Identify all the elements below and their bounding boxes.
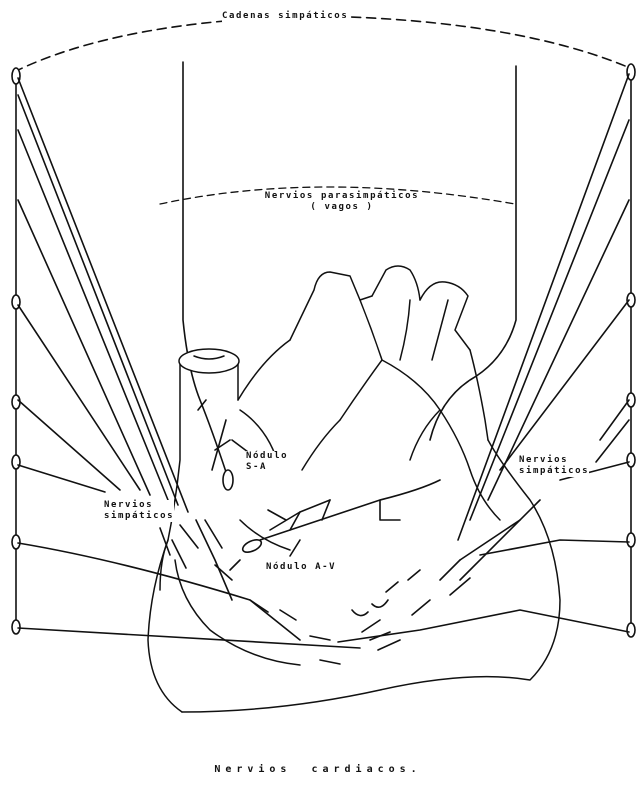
sa-node-line2: S-A (246, 462, 288, 473)
parasympathetic-line1: Nervios parasimpáticos (232, 191, 452, 202)
left-sympathetic-chain (12, 68, 20, 634)
sympathetic-chains-label: Cadenas simpáticos (222, 11, 348, 22)
sympathetic-left-line2: simpáticos (104, 511, 174, 522)
av-node-branches (241, 480, 440, 556)
sympathetic-nerves-right-label: Nervios simpáticos (519, 455, 589, 477)
sympathetic-right-line2: simpáticos (519, 466, 589, 477)
figure-caption: Nervios cardiacos. (0, 764, 636, 775)
caption-word2: cardiacos. (311, 764, 421, 775)
sa-node (223, 470, 233, 490)
sympathetic-chain-arc (14, 16, 630, 72)
parasympathetic-line2: ( vagos ) (232, 202, 452, 213)
sympathetic-nerves-left-label: Nervios simpáticos (104, 500, 174, 522)
caption-word1: Nervios (214, 764, 291, 775)
av-node-label: Nódulo A-V (266, 562, 336, 573)
parasympathetic-nerves-label: Nervios parasimpáticos ( vagos ) (232, 191, 452, 213)
vagus-nerves (160, 62, 516, 472)
sympathetic-right-line1: Nervios (519, 455, 589, 466)
sa-node-line1: Nódulo (246, 451, 288, 462)
terminal-branches (230, 560, 420, 664)
sympathetic-left-line1: Nervios (104, 500, 174, 511)
right-sympathetic-nerves (338, 74, 629, 650)
sa-node-label: Nódulo S-A (246, 451, 288, 473)
heart-outline (148, 266, 560, 712)
right-sympathetic-chain (627, 64, 635, 637)
